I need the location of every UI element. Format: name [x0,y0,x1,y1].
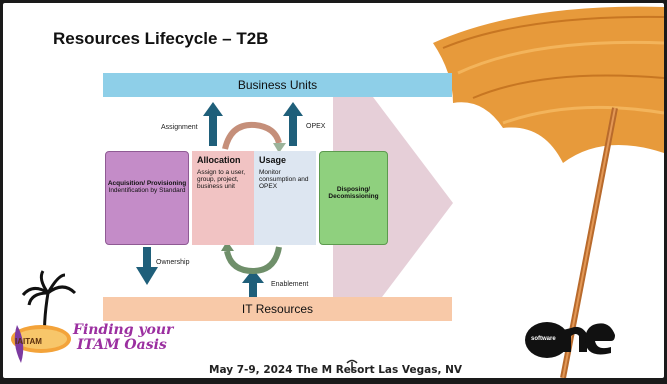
enablement-arrow [242,269,264,297]
iaitam-logo [11,325,71,353]
event-tagline-line1: Finding your [73,322,174,338]
disposing-box: Disposing/ Decomissioning [319,151,388,245]
event-tagline: Finding your ITAM Oasis [73,323,173,353]
usage-box: Usage Monitor consumption and OPEX [254,151,316,245]
background-graphics [11,6,664,378]
iaitam-logo-text: IAITAM [15,337,42,346]
business-units-bar: Business Units [103,73,452,97]
acquisition-subtitle: Indentification by Standard [108,187,186,194]
allocation-box: Allocation Assign to a user, group, proj… [192,151,254,245]
opex-arrow [283,102,303,146]
usage-body: Monitor consumption and OPEX [259,169,309,190]
cycle-arrow-bottom [224,246,282,275]
it-resources-bar: IT Resources [103,297,452,321]
software-one-logo [525,322,615,358]
surfboard-icon [14,325,24,363]
event-tagline-line2: ITAM Oasis [77,337,167,353]
opex-label: OPEX [306,123,326,130]
slide-title: Resources Lifecycle – T2B [53,29,269,48]
acquisition-box: Acquisition/ Provisioning Indentificatio… [105,151,189,245]
palm-tree-small-icon [346,359,358,372]
sponsor-logo-small: software [531,336,556,342]
disposing-title: Disposing/ Decomissioning [328,186,379,200]
allocation-body: Assign to a user, group, project, busine… [197,169,246,190]
assignment-label: Assignment [161,124,198,131]
assignment-arrow [203,102,223,146]
ownership-label: Ownership [156,259,190,266]
big-chevron-arrow [333,97,453,309]
allocation-title: Allocation [197,155,241,165]
acquisition-title: Acquisition/ Provisioning [107,180,187,187]
ownership-arrow [136,247,158,285]
beach-umbrella-icon [433,6,664,378]
cycle-arrow-top [222,121,282,150]
usage-title: Usage [259,155,287,165]
enablement-label: Enablement [271,281,309,288]
slide: Resources Lifecycle – T2B Business Units… [3,3,664,378]
event-date-venue: May 7-9, 2024 The M Resort Las Vegas, NV [209,364,463,376]
